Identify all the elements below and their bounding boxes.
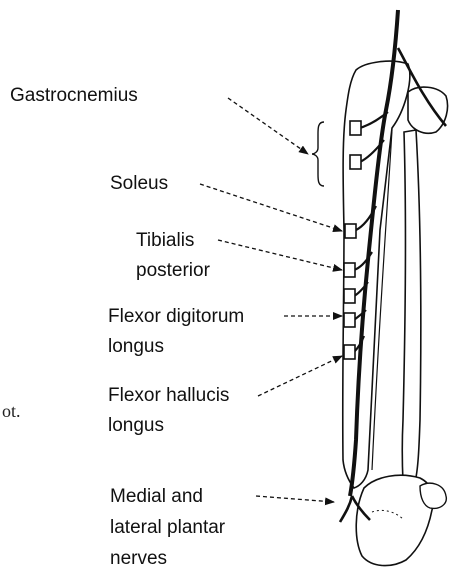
label-tibialis-line-1: Tibialis — [136, 229, 194, 253]
label-gastrocnemius: Gastrocnemius — [10, 84, 138, 108]
arrow-tibialis-posterior — [218, 240, 342, 270]
arrow-gastrocnemius — [228, 98, 308, 154]
arrow-flexor-hallucis — [258, 356, 342, 396]
label-flexor-digitorum-line-1: Flexor digitorum — [108, 305, 244, 329]
marker-flexor-hallucis — [344, 345, 355, 359]
arrow-plantar-nerves — [256, 496, 334, 502]
label-plantar-line-1: Medial and — [110, 485, 203, 509]
gastrocnemius-bracket — [312, 122, 324, 186]
medial-plantar-nerve — [340, 496, 352, 522]
marker-soleus — [345, 224, 356, 238]
label-flexor-digitorum-line-2: longus — [108, 335, 164, 359]
label-plantar-line-3: nerves — [110, 547, 167, 571]
marker-flexor-digitorum-1 — [344, 289, 355, 303]
label-flexor-hallucis-line-1: Flexor hallucis — [108, 384, 229, 408]
fibula-head — [408, 87, 448, 133]
marker-flexor-digitorum-2 — [344, 313, 355, 327]
margin-text-fragment: ot. — [2, 400, 21, 422]
label-tibialis-line-2: posterior — [136, 259, 210, 283]
fibula-bone — [402, 130, 421, 482]
marker-gastrocnemius-2 — [350, 155, 361, 169]
arrow-soleus — [200, 184, 342, 231]
marker-tibialis-posterior — [344, 263, 355, 277]
label-plantar-line-2: lateral plantar — [110, 516, 225, 540]
label-soleus: Soleus — [110, 172, 168, 196]
label-flexor-hallucis-line-2: longus — [108, 414, 164, 438]
marker-gastrocnemius-1 — [350, 121, 361, 135]
